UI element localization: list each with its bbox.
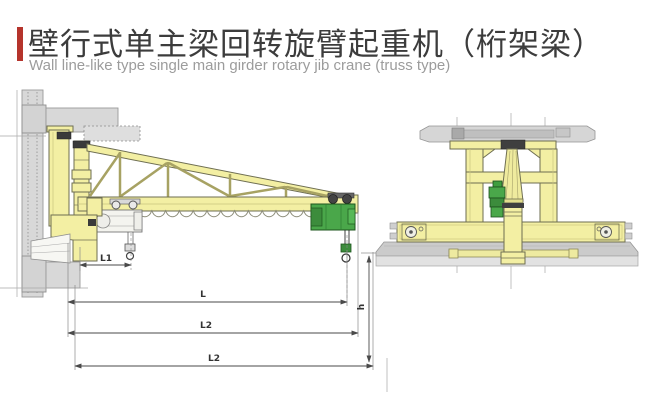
truss-jib-girder <box>77 143 359 214</box>
top-runway-rail <box>419 125 596 143</box>
dimension-l2-bottom: L2 <box>74 252 374 370</box>
dim-label-h: h <box>357 304 367 310</box>
dimension-l2-mid: L2 <box>67 212 359 337</box>
end-hook <box>341 253 351 263</box>
dim-label-l2-mid: L2 <box>200 321 212 331</box>
dim-label-l1: L1 <box>100 254 112 264</box>
wall-column <box>16 89 47 298</box>
ceiling-beam <box>0 107 141 142</box>
drive-motor <box>488 180 506 218</box>
page-subtitle: Wall line-like type single main girder r… <box>29 57 451 74</box>
festoon-cable-loops <box>137 209 318 218</box>
lower-wall-bracket <box>30 197 103 264</box>
mast-column <box>46 125 74 227</box>
side-view: L1 L L2 L2 h <box>0 89 388 392</box>
slewing-cone <box>500 139 526 206</box>
page-title: 壁行式单主梁回转旋臂起重机（桁架梁） <box>28 27 604 62</box>
right-wheel-assembly <box>594 223 620 241</box>
dimension-l1: L1 <box>79 247 132 271</box>
dim-label-l: L <box>200 290 206 300</box>
end-hoist-trolley <box>310 192 356 300</box>
left-wheel-assembly <box>401 223 427 241</box>
near-hoist-trolley <box>95 198 143 270</box>
dimension-h: h <box>357 252 377 363</box>
title-accent-bar <box>17 27 23 61</box>
dim-label-l2-bottom: L2 <box>208 354 220 364</box>
end-view <box>375 113 639 289</box>
center-column <box>500 202 526 265</box>
near-hook <box>125 251 135 261</box>
dimension-l: L <box>67 243 348 337</box>
